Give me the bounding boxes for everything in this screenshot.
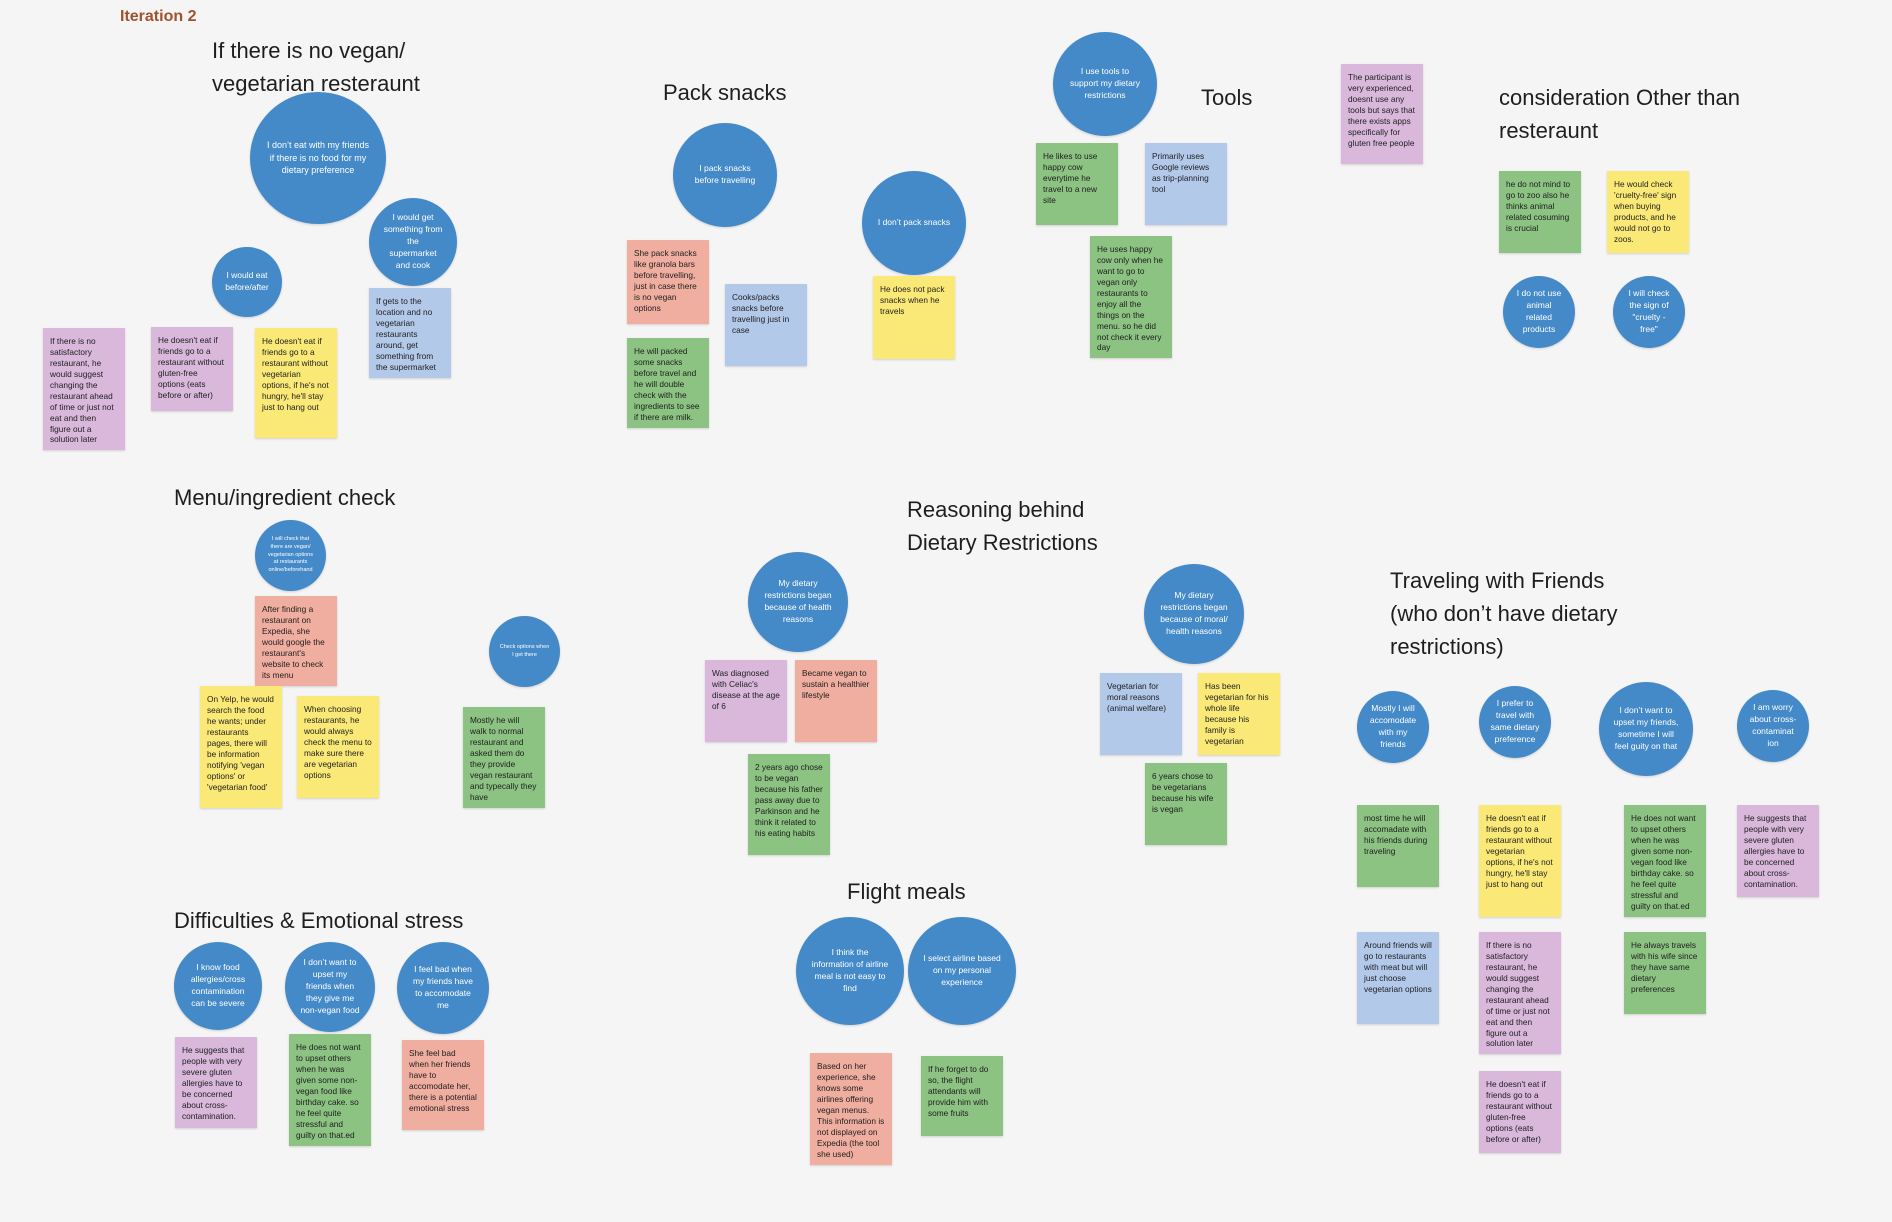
sticky-note[interactable]: He likes to use happy cow everytime he t… — [1036, 143, 1118, 225]
iteration-label: Iteration 2 — [120, 8, 197, 25]
sticky-note[interactable]: He doesn't eat if friends go to a restau… — [255, 328, 337, 438]
theme-circle[interactable]: Check options when I get there — [489, 616, 560, 687]
theme-circle[interactable]: I will check that there are vegan/ veget… — [255, 520, 326, 591]
section-title-pack-snacks: Pack snacks — [663, 80, 787, 105]
theme-circle[interactable]: I don’t eat with my friends if there is … — [250, 92, 386, 224]
section-title-reasoning: Reasoning behind Dietary Restrictions — [907, 497, 1098, 555]
theme-circle[interactable]: I will check the sign of "cruelty - free… — [1613, 276, 1685, 348]
sticky-note[interactable]: If there is no satisfactory restaurant, … — [1479, 932, 1561, 1054]
sticky-note[interactable]: He does not pack snacks when he travels — [873, 276, 955, 359]
theme-circle[interactable]: I would eat before/after — [212, 247, 282, 317]
sticky-note[interactable]: If there is no satisfactory restaurant, … — [43, 328, 125, 450]
sticky-note[interactable]: 6 years chose to be vegetarians because … — [1145, 763, 1227, 845]
sticky-note[interactable]: He suggests that people with very severe… — [1737, 805, 1819, 897]
section-title-other: consideration Other than resteraunt — [1499, 85, 1740, 143]
sticky-note[interactable]: Vegetarian for moral reasons (animal wel… — [1100, 673, 1182, 755]
theme-circle[interactable]: I prefer to travel with same dietary pre… — [1479, 686, 1551, 758]
sticky-note[interactable]: If gets to the location and no vegetaria… — [369, 288, 451, 378]
theme-circle[interactable]: I select airline based on my personal ex… — [908, 917, 1016, 1025]
sticky-note[interactable]: 2 years ago chose to be vegan because hi… — [748, 754, 830, 855]
sticky-note[interactable]: He suggests that people with very severe… — [175, 1037, 257, 1128]
sticky-note[interactable]: She feel bad when her friends have to ac… — [402, 1040, 484, 1130]
sticky-note[interactable]: The participant is very experienced, doe… — [1341, 64, 1423, 164]
section-title-tools: Tools — [1201, 85, 1253, 110]
sticky-note[interactable]: He does not want to upset others when he… — [1624, 805, 1706, 917]
section-title-menu-check: Menu/ingredient check — [174, 485, 396, 510]
sticky-note[interactable]: When choosing restaurants, he would alwa… — [297, 696, 379, 798]
sticky-note[interactable]: He does not want to upset others when he… — [289, 1034, 371, 1146]
theme-circle[interactable]: I don’t want to upset my friends when th… — [285, 942, 375, 1032]
section-title-flight: Flight meals — [847, 879, 966, 904]
sticky-note[interactable]: he do not mind to go to zoo also he thin… — [1499, 171, 1581, 253]
sticky-note[interactable]: He will packed some snacks before travel… — [627, 338, 709, 428]
theme-circle[interactable]: I don’t want to upset my friends, someti… — [1599, 682, 1693, 776]
theme-circle[interactable]: I do not use animal related products — [1503, 276, 1575, 348]
sticky-note[interactable]: He always travels with his wife since th… — [1624, 932, 1706, 1014]
sticky-note[interactable]: Mostly he will walk to normal restaurant… — [463, 707, 545, 808]
sticky-note[interactable]: Around friends will go to restaurants wi… — [1357, 932, 1439, 1024]
sticky-note[interactable]: Cooks/packs snacks before travelling jus… — [725, 284, 807, 366]
theme-circle[interactable]: My dietary restrictions began because of… — [748, 552, 848, 652]
theme-circle[interactable]: I don’t pack snacks — [862, 171, 966, 275]
sticky-note[interactable]: Has been vegetarian for his whole life b… — [1198, 673, 1280, 755]
sticky-note[interactable]: He doesn't eat if friends go to a restau… — [151, 327, 233, 411]
sticky-note[interactable]: most time he will accomadate with his fr… — [1357, 805, 1439, 887]
sticky-note[interactable]: Was diagnosed with Celiac's disease at t… — [705, 660, 787, 742]
sticky-note[interactable]: Primarily uses Google reviews as trip-pl… — [1145, 143, 1227, 225]
sticky-note[interactable]: He doesn't eat if friends go to a restau… — [1479, 1071, 1561, 1153]
theme-circle[interactable]: I think the information of airline meal … — [796, 917, 904, 1025]
sticky-note[interactable]: Based on her experience, she knows some … — [810, 1053, 892, 1165]
theme-circle[interactable]: My dietary restrictions began because of… — [1144, 564, 1244, 664]
sticky-note[interactable]: He doesn't eat if friends go to a restau… — [1479, 805, 1561, 917]
theme-circle[interactable]: Mostly I will accomodate with my friends — [1357, 691, 1429, 763]
sticky-note[interactable]: He uses happy cow only when he want to g… — [1090, 236, 1172, 358]
sticky-note[interactable]: He would check 'cruelty-free' sign when … — [1607, 171, 1689, 253]
sticky-note[interactable]: After finding a restaurant on Expedia, s… — [255, 596, 337, 686]
theme-circle[interactable]: I pack snacks before travelling — [673, 123, 777, 227]
theme-circle[interactable]: I would get something from the supermark… — [369, 198, 457, 286]
theme-circle[interactable]: I am worry about cross-contaminat ion — [1737, 690, 1809, 762]
sticky-note[interactable]: Became vegan to sustain a healthier life… — [795, 660, 877, 742]
section-title-difficulties: Difficulties & Emotional stress — [174, 908, 464, 933]
sticky-note[interactable]: If he forget to do so, the flight attend… — [921, 1056, 1003, 1136]
theme-circle[interactable]: I know food allergies/cross contaminatio… — [174, 942, 262, 1030]
section-title-no-vegan: If there is no vegan/ vegetarian restera… — [212, 38, 420, 96]
sticky-note[interactable]: On Yelp, he would search the food he wan… — [200, 686, 282, 808]
sticky-note[interactable]: She pack snacks like granola bars before… — [627, 240, 709, 324]
section-title-traveling: Traveling with Friends (who don’t have d… — [1390, 568, 1618, 659]
theme-circle[interactable]: I use tools to support my dietary restri… — [1053, 32, 1157, 136]
theme-circle[interactable]: I feel bad when my friends have to accom… — [397, 942, 489, 1034]
